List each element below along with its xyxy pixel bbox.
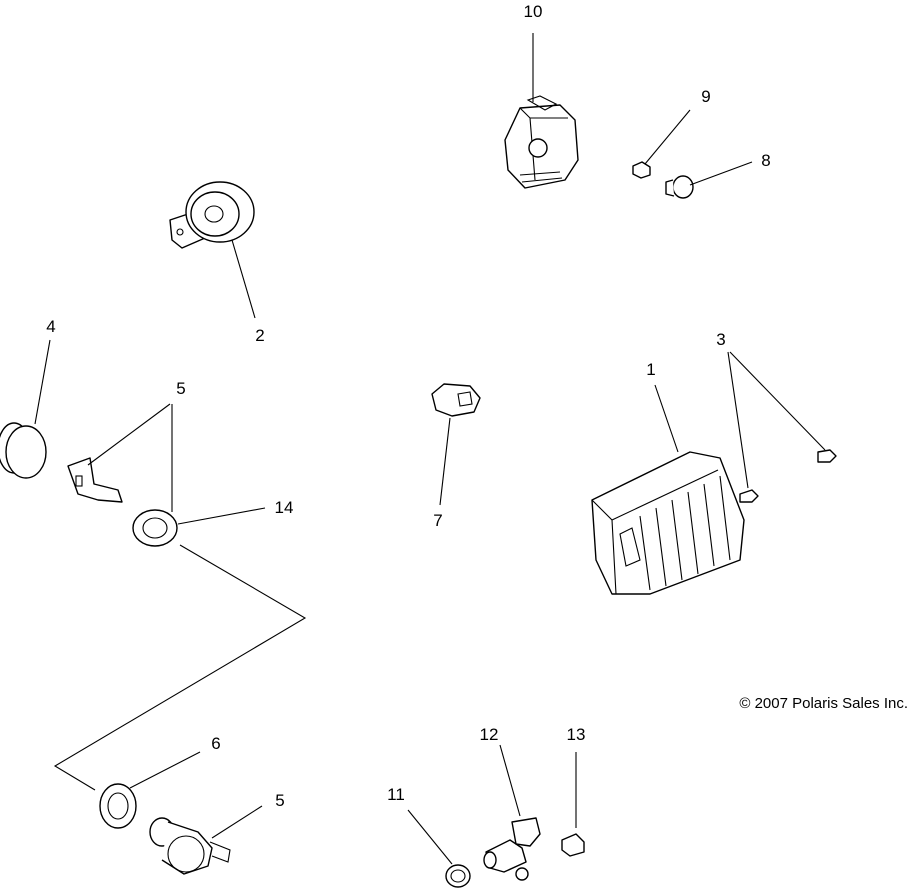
part-5-switch-barrel — [149, 817, 231, 875]
callout-8: 8 — [761, 151, 770, 170]
assembly-connector-line — [53, 544, 307, 791]
leader-4 — [34, 339, 51, 425]
part-10-switch-assembly — [504, 95, 579, 189]
part-4-knob — [0, 422, 47, 479]
callout-2: 2 — [255, 326, 264, 345]
leader-3a — [729, 351, 826, 451]
callout-7: 7 — [433, 511, 442, 530]
part-6-washer — [99, 783, 137, 829]
part-5-key — [67, 457, 123, 503]
leader-5b — [211, 805, 263, 839]
callout-10: 10 — [524, 2, 543, 21]
callout-9: 9 — [701, 87, 710, 106]
part-14-nut — [132, 509, 178, 547]
callout-5-upper: 5 — [176, 379, 185, 398]
callout-12: 12 — [480, 725, 499, 744]
leader-1 — [654, 384, 679, 453]
part-2-round-sensor — [169, 181, 255, 249]
part-7-cap — [431, 383, 481, 417]
copyright-text: © 2007 Polaris Sales Inc. — [739, 695, 908, 712]
leader-9 — [644, 109, 691, 165]
part-9-nut — [632, 161, 651, 179]
part-11-o-ring — [445, 864, 471, 888]
callout-5-lower: 5 — [275, 791, 284, 810]
leader-3b — [727, 351, 749, 489]
part-3-bolt-a — [817, 449, 837, 463]
callout-13: 13 — [567, 725, 586, 744]
part-13-bolt — [561, 833, 585, 857]
leader-6 — [129, 751, 201, 789]
leader-12 — [499, 744, 521, 817]
callout-3: 3 — [716, 330, 725, 349]
leader-2 — [231, 239, 256, 319]
leader-11 — [407, 809, 453, 865]
callout-11: 11 — [387, 785, 405, 804]
part-8-cap — [665, 175, 694, 199]
leader-5a-1 — [87, 403, 171, 466]
callout-6: 6 — [211, 734, 220, 753]
part-3-bolt-b — [739, 489, 759, 503]
callout-4: 4 — [46, 317, 55, 336]
leader-14 — [177, 507, 266, 525]
callout-14: 14 — [275, 498, 294, 517]
part-12-sensor — [483, 817, 541, 881]
leader-7 — [439, 417, 451, 506]
leader-8 — [689, 161, 753, 186]
part-1-regulator — [591, 451, 745, 595]
callout-1: 1 — [646, 360, 655, 379]
